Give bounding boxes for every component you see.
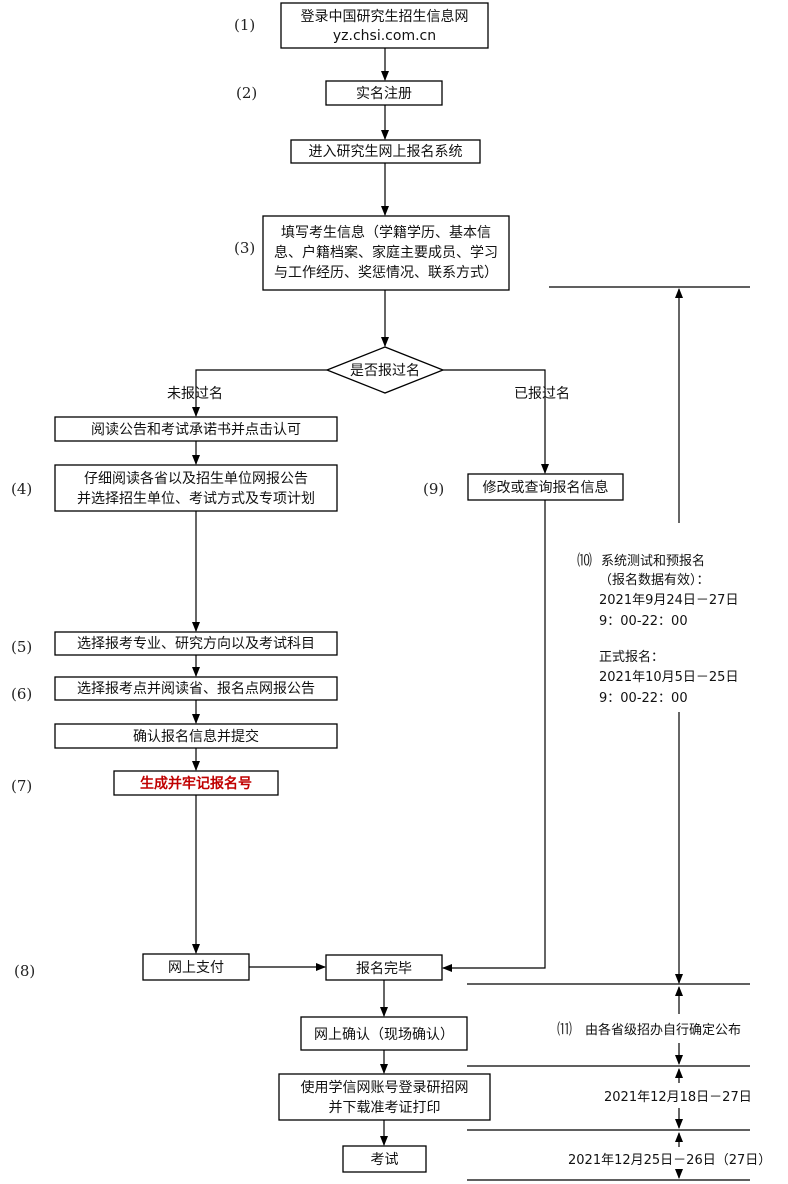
step-4-line-1: 仔细阅读各省以及招生单位网报公告 (84, 470, 308, 487)
online-confirm-label: 网上确认（现场确认） (314, 1027, 454, 1043)
enter-system-label: 进入研究生网上报名系统 (309, 144, 463, 160)
step-number-5: (5) (11, 638, 32, 656)
step-number-11: ⑾ (557, 1020, 572, 1038)
decision-label: 是否报过名 (350, 363, 420, 379)
label-not-registered: 未报过名 (167, 386, 223, 402)
step-1-title: 登录中国研究生招生信息网 (301, 8, 469, 25)
step-9-label: 修改或查询报名信息 (483, 479, 609, 496)
online-pay-label: 网上支付 (168, 960, 224, 976)
s11-label: 由各省级招办自行确定公布 (585, 1022, 741, 1038)
branch-not-registered (192, 369, 327, 417)
step-3-line-3: 与工作经历、奖惩情况、联系方式） (274, 264, 498, 281)
step-1-url: yz.chsi.com.cn (333, 28, 436, 44)
step-1-box (280, 2, 489, 49)
step-3-line-2: 息、户籍档案、家庭主要成员、学习 (274, 244, 498, 261)
step-number-3: (3) (234, 239, 255, 257)
step-number-4: (4) (11, 480, 32, 498)
print-ticket-line-2: 并下载准考证打印 (329, 1099, 441, 1116)
s10-line-3: 2021年9月24日－27日 (599, 593, 738, 608)
step-number-2: (2) (236, 84, 257, 102)
s10-line-1: 系统测试和预报名 (601, 553, 705, 569)
read-announcement-label: 阅读公告和考试承诺书并点击认可 (91, 421, 301, 438)
step-number-6: (6) (11, 685, 32, 703)
step-4-line-2: 并选择招生单位、考试方式及专项计划 (77, 491, 315, 507)
registration-done-label: 报名完毕 (356, 961, 412, 977)
exam-label: 考试 (371, 1152, 399, 1168)
print-ticket-box (278, 1073, 491, 1121)
step-9-box (467, 473, 624, 501)
s10-line-5: 正式报名： (599, 649, 664, 665)
step-2-label: 实名注册 (356, 86, 412, 102)
registration-done-box (325, 954, 443, 981)
s10-line-6: 2021年10月5日－25日 (599, 670, 738, 685)
decision-diamond (325, 346, 445, 394)
step-3-line-1: 填写考生信息（学籍学历、基本信 (281, 224, 491, 241)
step-4-box (54, 464, 338, 512)
s10-line-7: 9：00-22：00 (599, 691, 688, 706)
confirm-submit-box (54, 723, 338, 749)
confirm-submit-label: 确认报名信息并提交 (133, 728, 259, 745)
step-5-label: 选择报考专业、研究方向以及考试科目 (77, 636, 315, 652)
step-7-label: 生成并牢记报名号 (140, 775, 252, 792)
step-7-box (113, 770, 279, 796)
online-confirm-box (300, 1016, 468, 1051)
step-6-label: 选择报考点并阅读省、报名点网报公告 (77, 680, 315, 697)
s10-line-2: （报名数据有效）： (599, 572, 710, 588)
exam-date-label: 2021年12月25日－26日（27日） (568, 1153, 771, 1168)
step-number-9: (9) (423, 480, 444, 498)
print-ticket-line-1: 使用学信网账号登录研招网 (301, 1079, 469, 1096)
online-pay-box (142, 953, 250, 981)
step-3-box (262, 215, 510, 291)
print-date-label: 2021年12月18日－27日 (604, 1090, 752, 1105)
branch-registered (443, 369, 549, 474)
arrow-9-to-done (442, 500, 546, 972)
label-registered: 已报过名 (514, 386, 570, 402)
step-number-8: (8) (14, 962, 35, 980)
step-2-box (325, 80, 443, 106)
step-number-7: (7) (11, 777, 32, 795)
step-number-10: ⑽ (577, 551, 592, 569)
step-number-1: (1) (234, 16, 255, 34)
exam-box (342, 1145, 427, 1173)
s10-line-4: 9：00-22：00 (599, 614, 688, 629)
